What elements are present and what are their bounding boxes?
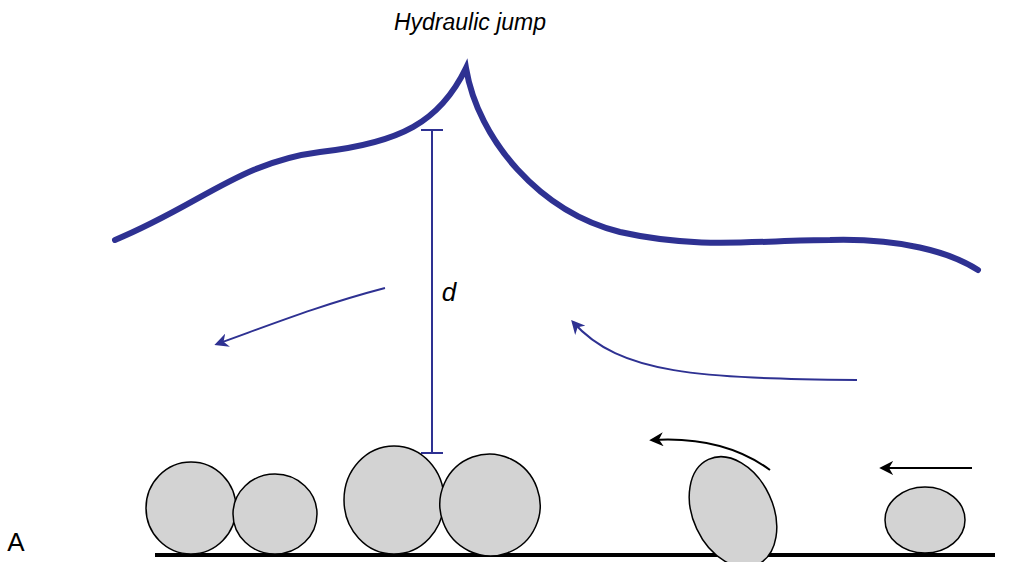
boulders <box>146 440 965 562</box>
water-surface <box>115 68 978 270</box>
panel-letter: A <box>5 528 26 557</box>
depth-label: d <box>440 278 458 307</box>
flow-arrow <box>217 288 385 344</box>
jump-label: Hydraulic jump <box>392 10 548 35</box>
flow-arrow <box>573 322 857 380</box>
motion-arrow <box>652 440 770 470</box>
motion-arrow <box>882 467 972 469</box>
